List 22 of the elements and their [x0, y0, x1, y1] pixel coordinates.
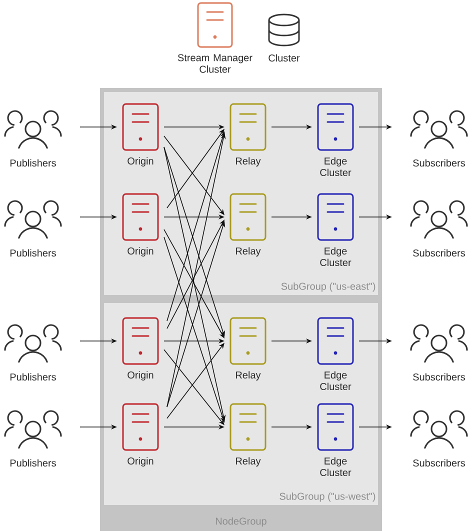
node-label: Edge Cluster: [320, 157, 352, 176]
node-label: Publishers: [10, 459, 56, 467]
node-label: Edge Cluster: [320, 247, 352, 266]
node-label: Origin: [128, 371, 154, 381]
node-label: Relay: [236, 457, 261, 467]
node-label: Subscribers: [413, 373, 466, 381]
node-label: Origin: [128, 157, 154, 167]
node-label: Relay: [236, 371, 261, 381]
node-label: Publishers: [10, 159, 56, 167]
node-label: Cluster: [268, 54, 300, 62]
node-label: Relay: [236, 247, 261, 257]
node-label: Subscribers: [413, 159, 466, 167]
node-label: Origin: [128, 247, 154, 257]
node-label: Publishers: [10, 373, 56, 381]
node-label: Subscribers: [413, 459, 466, 467]
node-label: Relay: [236, 157, 261, 167]
node-label: Publishers: [10, 249, 56, 257]
node-label: Edge Cluster: [320, 457, 352, 476]
node-label: Origin: [128, 457, 154, 467]
node-label: Stream Manager Cluster: [178, 54, 252, 73]
node-label: Edge Cluster: [320, 371, 352, 390]
node-label: Subscribers: [413, 249, 466, 257]
